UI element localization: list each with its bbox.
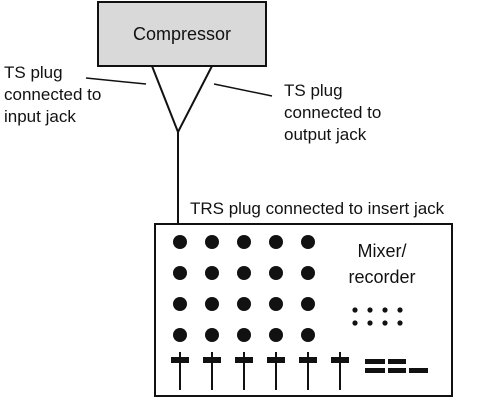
fader-cap: [299, 357, 317, 363]
knob: [269, 297, 283, 311]
knob: [237, 297, 251, 311]
indicator-dot: [397, 307, 403, 313]
knob: [205, 328, 219, 342]
fader-cap: [235, 357, 253, 363]
knob-grid: [173, 235, 315, 342]
indicator-dot: [382, 320, 388, 326]
knob: [269, 328, 283, 342]
ts-output-label: TS plug connected to output jack: [284, 81, 382, 144]
knob: [237, 328, 251, 342]
indicator-dot: [352, 320, 358, 326]
knob: [301, 297, 315, 311]
small-dot-grid: [352, 307, 403, 326]
compressor-label: Compressor: [132, 23, 232, 44]
indicator-dot: [352, 307, 358, 313]
meter-bar: [365, 368, 385, 373]
trs-label: TRS plug connected to insert jack: [190, 199, 445, 218]
meter-bars: [365, 359, 428, 373]
knob: [205, 266, 219, 280]
knob: [269, 266, 283, 280]
knob: [205, 297, 219, 311]
knob: [173, 235, 187, 249]
knob: [301, 328, 315, 342]
mixer-label: Mixer/ recorder: [348, 241, 416, 287]
output-cable: [177, 65, 213, 133]
ts-output-pointer: [213, 83, 273, 97]
knob: [301, 235, 315, 249]
indicator-dot: [382, 307, 388, 313]
knob: [173, 328, 187, 342]
knob: [269, 235, 283, 249]
meter-bar: [388, 368, 406, 373]
fader-row: [171, 352, 349, 390]
fader-cap: [171, 357, 189, 363]
ts-input-label: TS plug connected to input jack: [4, 63, 102, 126]
meter-bar: [365, 359, 385, 364]
indicator-dot: [367, 307, 373, 313]
meter-bar: [409, 368, 428, 373]
input-cable: [151, 65, 179, 133]
fader-cap: [267, 357, 285, 363]
knob: [237, 235, 251, 249]
knob: [237, 266, 251, 280]
fader-cap: [203, 357, 221, 363]
compressor-box: [97, 1, 267, 67]
fader-cap: [331, 357, 349, 363]
knob: [173, 266, 187, 280]
knob: [301, 266, 315, 280]
ts-input-pointer: [85, 77, 147, 85]
indicator-dot: [397, 320, 403, 326]
knob: [173, 297, 187, 311]
knob: [205, 235, 219, 249]
meter-bar: [388, 359, 406, 364]
indicator-dot: [367, 320, 373, 326]
